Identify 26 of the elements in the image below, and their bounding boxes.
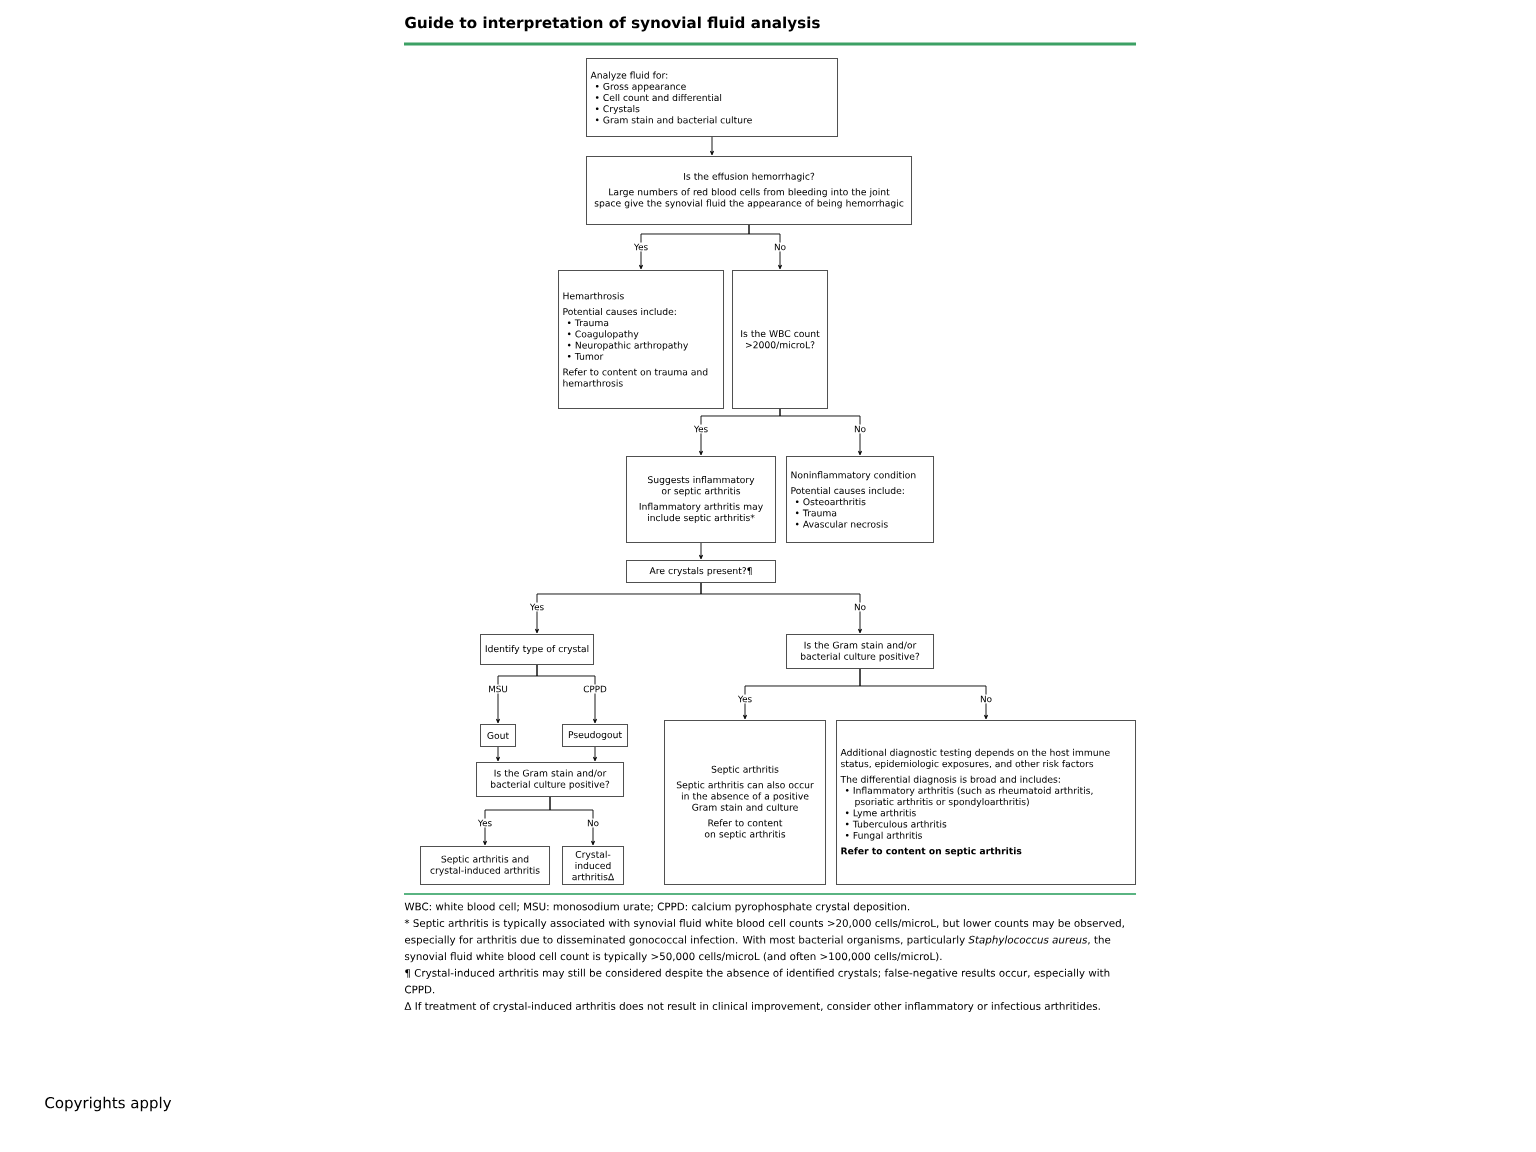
process-box	[586, 58, 838, 137]
process-box	[480, 634, 594, 665]
question-box	[732, 270, 828, 409]
process-box	[480, 724, 516, 747]
arrow	[748, 224, 782, 270]
process-box	[626, 456, 776, 543]
arrow	[700, 582, 862, 634]
arrow	[699, 542, 703, 560]
question-box	[476, 762, 624, 797]
arrow	[710, 136, 714, 156]
question-box	[786, 634, 934, 669]
arrow	[536, 664, 597, 724]
process-box	[558, 270, 724, 409]
arrow	[549, 796, 595, 846]
arrow	[859, 668, 988, 720]
question-box	[586, 156, 912, 225]
process-box	[786, 456, 934, 543]
question-box	[626, 560, 776, 583]
arrow	[496, 746, 500, 762]
process-box	[562, 724, 628, 747]
arrow	[779, 408, 862, 456]
process-box	[562, 846, 624, 885]
arrow	[593, 746, 597, 762]
process-box	[664, 720, 826, 885]
process-box	[836, 720, 1136, 885]
process-box	[420, 846, 550, 885]
